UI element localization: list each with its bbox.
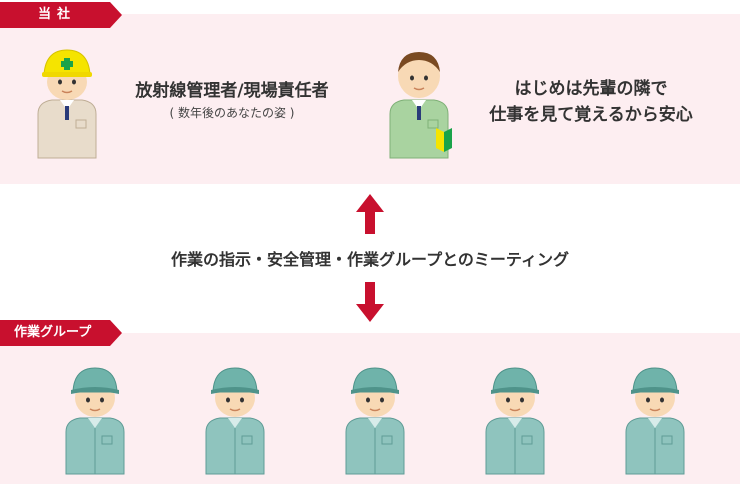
work-group-tag: 作業グループ: [0, 320, 122, 346]
manager-title: 放射線管理者/現場責任者: [135, 81, 329, 101]
newcomer-text: はじめは先輩の隣で 仕事を見て覚えるから安心: [462, 76, 720, 128]
middle-label: 作業の指示・安全管理・作業グループとのミーティング: [100, 244, 640, 272]
group-worker-icon: [625, 367, 685, 475]
newcomer-line-2: 仕事を見て覚えるから安心: [489, 105, 693, 125]
group-worker-icon: [485, 367, 545, 475]
arrow-up-icon: [356, 194, 384, 234]
newcomer-worker-icon: [389, 52, 452, 159]
company-section: [0, 14, 740, 184]
group-worker-icon: [345, 367, 405, 475]
group-worker-icon: [205, 367, 265, 475]
company-tag: 当社: [0, 2, 122, 28]
beginner-mark-icon: [436, 128, 452, 152]
group-worker-icon: [65, 367, 125, 475]
manager-worker-icon: [37, 49, 97, 159]
newcomer-line-1: はじめは先輩の隣で: [514, 79, 668, 99]
arrow-down-icon: [356, 282, 384, 322]
manager-subtitle: ( 数年後のあなたの姿 ): [169, 106, 295, 120]
